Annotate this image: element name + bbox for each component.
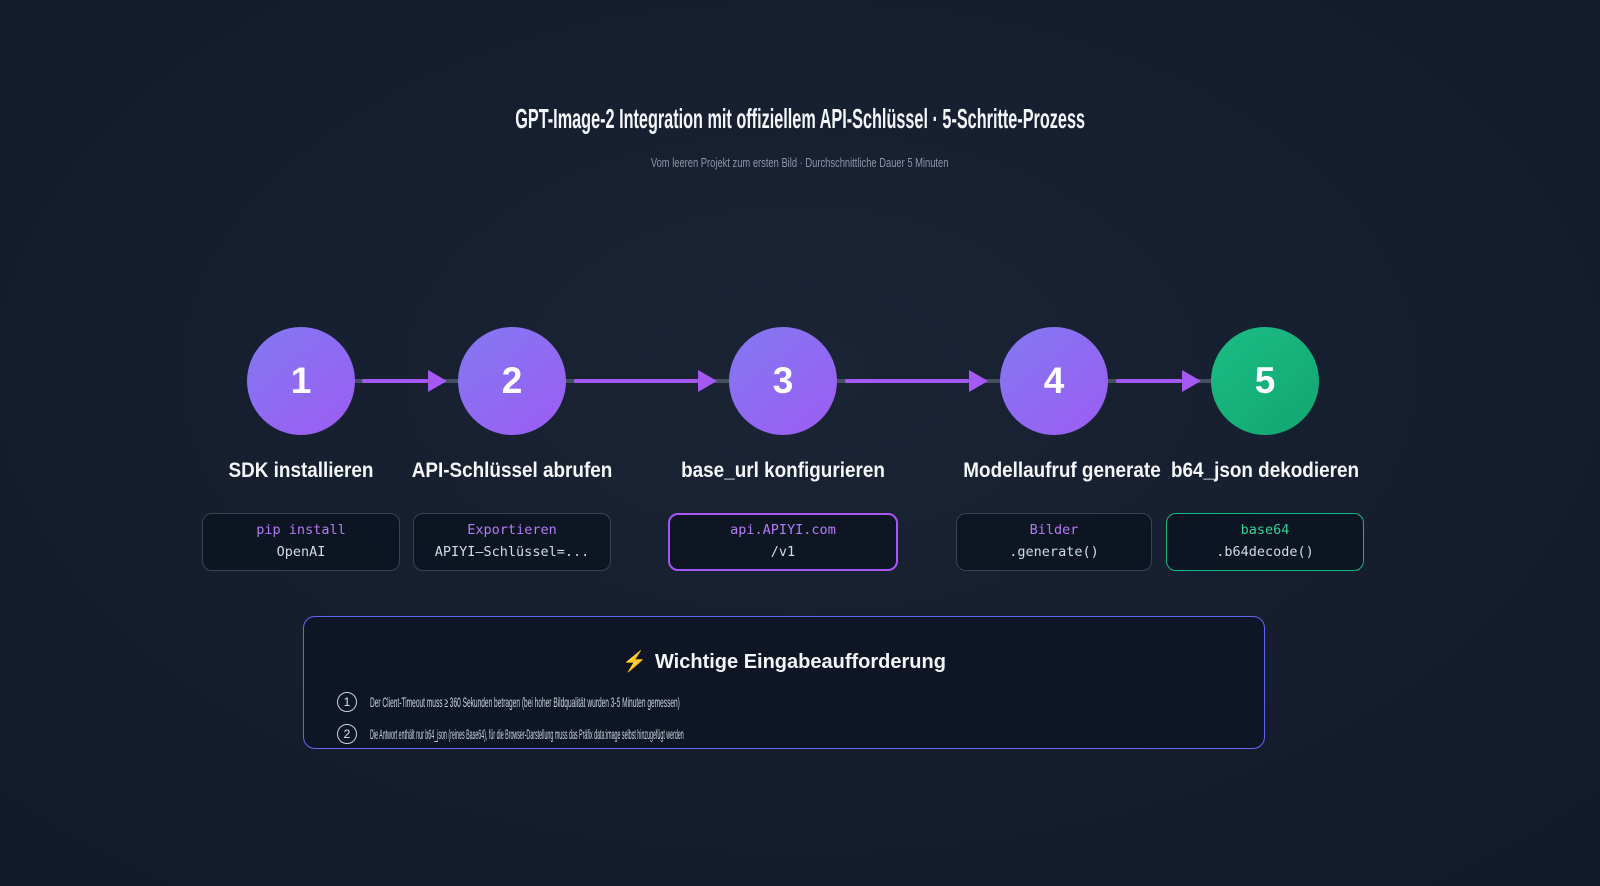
- step-number: 2: [501, 360, 523, 401]
- step-label-text: Modellaufruf generate: [963, 459, 1161, 482]
- circled-number-icon: 2: [337, 724, 357, 744]
- page-title: GPT-Image-2 Integration mit offiziellem …: [0, 103, 1600, 135]
- page-subtitle-text: Vom leeren Projekt zum ersten Bild · Dur…: [651, 155, 949, 170]
- flow-arrow-3: [845, 370, 988, 392]
- step-label-text: API-Schlüssel abrufen: [411, 459, 613, 482]
- lightning-icon: ⚡: [622, 651, 647, 673]
- step-code-box-5: base64 .b64decode(): [1166, 513, 1364, 571]
- page-title-text: GPT-Image-2 Integration mit offiziellem …: [515, 103, 1085, 134]
- step-number: 1: [290, 360, 312, 401]
- code-line-1: api.APIYI.com: [730, 522, 836, 539]
- code-line-1: Exportieren: [467, 522, 557, 539]
- flow-arrow-1: [362, 370, 447, 392]
- step-label-text: SDK installieren: [228, 459, 374, 482]
- page-subtitle: Vom leeren Projekt zum ersten Bild · Dur…: [0, 155, 1600, 170]
- code-line-1: Bilder: [1029, 522, 1079, 539]
- note-item-2: 2 Die Antwort enthält nur b64_json (rein…: [337, 723, 1196, 745]
- note-item-1: 1 Der Client-Timeout muss ≥ 360 Sekunden…: [337, 691, 1029, 713]
- code-line-1: base64: [1240, 522, 1290, 539]
- code-line-1: pip install: [256, 522, 346, 539]
- step-circle-4: 4: [1000, 327, 1108, 435]
- flow-arrow-2: [574, 370, 717, 392]
- step-label-4: Modellaufruf generate: [952, 459, 1171, 483]
- code-line-2: .generate(): [1009, 544, 1099, 560]
- code-line-2: APIYI–Schlüssel=...: [434, 544, 590, 560]
- step-label-text: b64_json dekodieren: [1170, 459, 1360, 482]
- note-panel-title: ⚡ Wichtige Eingabeaufforderung: [304, 649, 1264, 674]
- step-circle-2: 2: [458, 327, 566, 435]
- step-code-box-2: Exportieren APIYI–Schlüssel=...: [413, 513, 611, 571]
- note-panel: ⚡ Wichtige Eingabeaufforderung 1 Der Clie…: [303, 616, 1265, 749]
- step-code-box-4: Bilder .generate(): [956, 513, 1152, 571]
- step-number: 5: [1254, 360, 1276, 401]
- step-code-box-3: api.APIYI.com /v1: [668, 513, 898, 571]
- circled-number-icon: 1: [337, 692, 357, 712]
- step-code-box-1: pip install OpenAI: [202, 513, 400, 571]
- flow-arrow-4: [1116, 370, 1201, 392]
- step-circle-3: 3: [729, 327, 837, 435]
- code-line-2: .b64decode(): [1216, 544, 1314, 560]
- step-label-5: b64_json dekodieren: [1161, 459, 1370, 483]
- note-text: Die Antwort enthält nur b64_json (reines…: [370, 726, 684, 742]
- code-line-2: /v1: [770, 544, 796, 560]
- step-label-1: SDK installieren: [220, 459, 381, 483]
- step-circle-1: 1: [247, 327, 355, 435]
- step-number: 3: [772, 360, 794, 401]
- step-circle-5: 5: [1211, 327, 1319, 435]
- step-label-text: base_url konfigurieren: [681, 459, 885, 482]
- code-line-2: OpenAI: [276, 544, 326, 560]
- note-panel-title-text: Wichtige Eingabeaufforderung: [654, 651, 946, 673]
- step-label-2: API-Schlüssel abrufen: [401, 459, 624, 483]
- step-number: 4: [1043, 360, 1065, 401]
- note-text: Der Client-Timeout muss ≥ 360 Sekunden b…: [370, 694, 680, 710]
- step-label-3: base_url konfigurieren: [670, 459, 896, 483]
